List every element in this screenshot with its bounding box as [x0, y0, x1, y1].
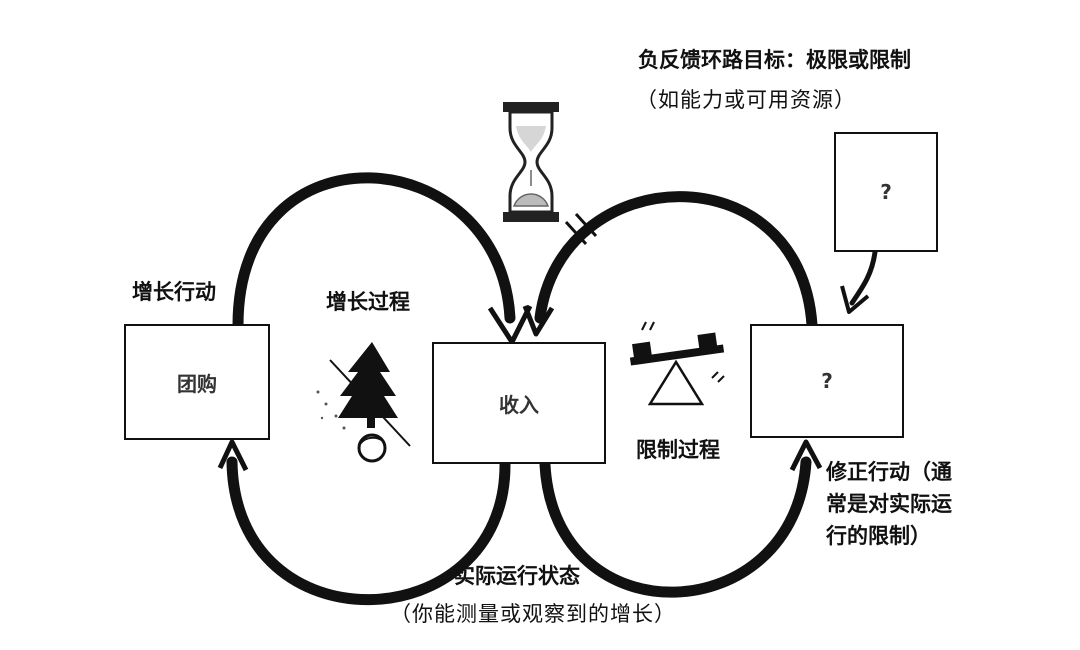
goal-box: ? [834, 132, 938, 252]
goal-box-text: ? [880, 180, 892, 204]
limit-loop-top-arrowhead [522, 305, 555, 337]
goal-to-corrective-arrow [849, 249, 878, 306]
delay-mark-1 [564, 220, 588, 246]
income-box: 收入 [432, 342, 606, 464]
growth-loop-bottom-arrowhead [217, 439, 249, 472]
growth-process-label: 增长过程 [326, 290, 410, 314]
seesaw-icon [629, 321, 725, 406]
actual-state-label: 实际运行状态 [454, 564, 580, 588]
limit-process-label: 限制过程 [636, 438, 720, 462]
corrective-action-box-text: ? [821, 369, 833, 393]
growth-loop-top-arrow [232, 172, 516, 331]
growth-action-box: 团购 [124, 324, 270, 440]
growth-action-label: 增长行动 [132, 280, 216, 304]
limit-loop-bottom-arrowhead [789, 439, 823, 472]
corrective-action-box: ? [750, 324, 904, 438]
corrective-action-label-line1: 修正行动（通 [826, 460, 952, 484]
negative-feedback-goal-label: 负反馈环路目标：极限或限制 [638, 48, 911, 72]
actual-state-sublabel: （你能测量或观察到的增长） [390, 602, 676, 626]
limit-loop-top-arrow [534, 191, 818, 331]
delay-mark-2 [574, 212, 598, 238]
income-box-text: 收入 [499, 392, 539, 417]
goal-to-corrective-arrowhead [840, 285, 870, 314]
snowball-icon [357, 433, 387, 463]
negative-feedback-goal-sublabel: （如能力或可用资源） [636, 88, 856, 112]
growth-loop-bottom-arrow [226, 456, 511, 606]
hourglass-icon [503, 102, 559, 222]
corrective-action-label-line3: 行的限制） [826, 524, 931, 548]
tree-icon [316, 342, 411, 447]
corrective-action-label-line2: 常是对实际运 [826, 492, 952, 516]
growth-action-box-text: 团购 [177, 371, 217, 396]
limit-loop-bottom-arrow [539, 456, 812, 598]
